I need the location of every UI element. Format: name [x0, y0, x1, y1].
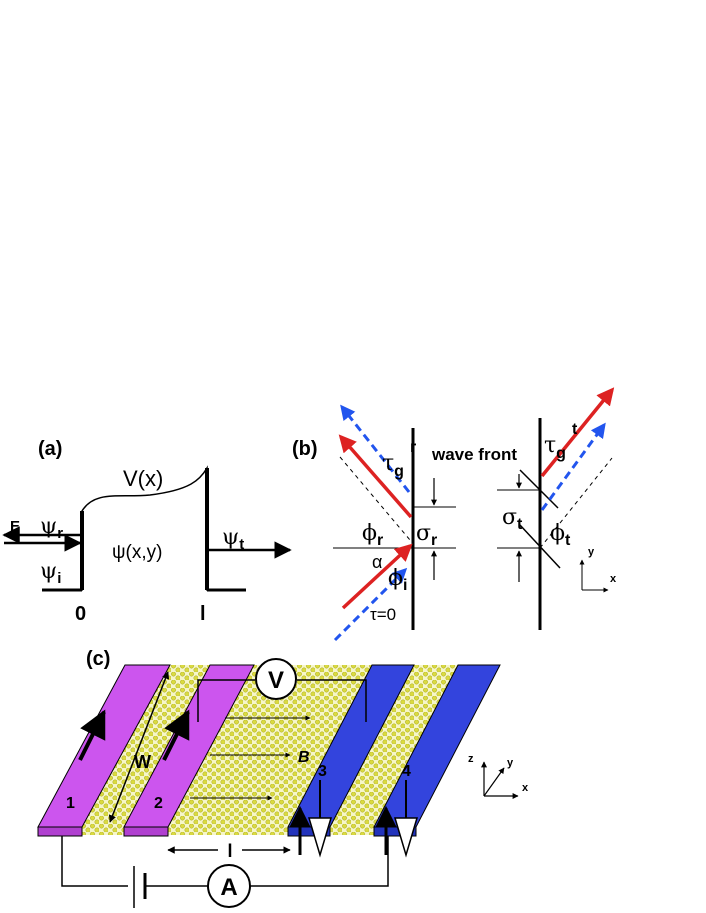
transmitted-ray-red	[540, 387, 615, 478]
c-axis-z-label: z	[468, 753, 474, 765]
field-b-label: B	[298, 749, 310, 766]
contact-2-label: 2	[154, 795, 163, 812]
wave-front-label: wave front	[431, 445, 517, 464]
sigma-r-label: σr	[416, 521, 437, 549]
b-axis-y-label: y	[588, 546, 595, 558]
b-axis-x-label: x	[610, 573, 617, 585]
phi-r-label: ϕr	[362, 521, 383, 549]
width-arrow	[108, 671, 170, 823]
transmitted-wavefront-bottom	[519, 524, 561, 569]
c-axis-x-label: x	[522, 782, 529, 794]
transmitted-dashed	[539, 457, 613, 549]
tau-t-label: τgt	[544, 421, 578, 462]
sigma-t-label: σt	[502, 505, 523, 533]
ammeter-label: A	[220, 874, 237, 901]
reflected-wavefront	[339, 456, 411, 541]
panel-c: (c) W B V l 1 2	[37, 648, 529, 908]
reflected-ray-blue	[340, 404, 411, 493]
psi-r-label: ψr	[40, 514, 63, 542]
voltmeter-label: V	[268, 667, 284, 694]
incident-ray-red	[341, 543, 413, 610]
psi-t-label: ψt	[222, 525, 244, 553]
contact-1-label: 1	[66, 795, 75, 812]
length-label: l	[227, 841, 232, 861]
ammeter-wire	[61, 836, 389, 887]
psi-xy-label: ψ(x,y)	[112, 542, 162, 563]
reflected-ray-red	[338, 434, 413, 519]
transmitted-wavefront-top	[519, 469, 559, 509]
width-label: W	[134, 752, 151, 772]
magnetization-arrow-1	[78, 709, 106, 761]
voltmeter	[255, 658, 297, 700]
panel-a: (a) V(x) E ψr ψi ψ(x,y) ψt 0 l	[2, 438, 292, 625]
contact-1-side	[37, 826, 83, 837]
x-zero-label: 0	[75, 603, 86, 625]
ammeter	[207, 864, 251, 908]
c-axis-y-label: y	[507, 757, 514, 769]
incident-ray-blue	[333, 567, 408, 642]
field-label: E	[10, 518, 20, 535]
c-axis-y	[483, 767, 505, 797]
potential-barrier	[42, 465, 246, 591]
contact-4-label: 4	[402, 763, 411, 780]
panel-b: (b) τgr wave front ϕr σr α ϕi τ=0	[292, 387, 617, 642]
x-l-label: l	[200, 603, 206, 625]
tau-r-label: τgr	[382, 439, 416, 480]
contact-2-side	[123, 826, 169, 837]
voltmeter-wire	[197, 679, 367, 722]
panel-b-label: (b)	[292, 438, 318, 460]
length-label-bg	[218, 838, 242, 862]
phi-i-label: ϕi	[388, 566, 407, 594]
contact-3-label: 3	[318, 763, 327, 780]
psi-i-label: ψi	[40, 559, 61, 587]
panel-c-label: (c)	[86, 648, 110, 670]
potential-label: V(x)	[123, 466, 163, 491]
phi-t-label: ϕt	[550, 521, 571, 549]
tau-zero-label: τ=0	[370, 605, 396, 624]
alpha-label: α	[372, 552, 382, 572]
panel-a-label: (a)	[38, 438, 62, 460]
transmitted-ray-blue	[540, 422, 606, 511]
